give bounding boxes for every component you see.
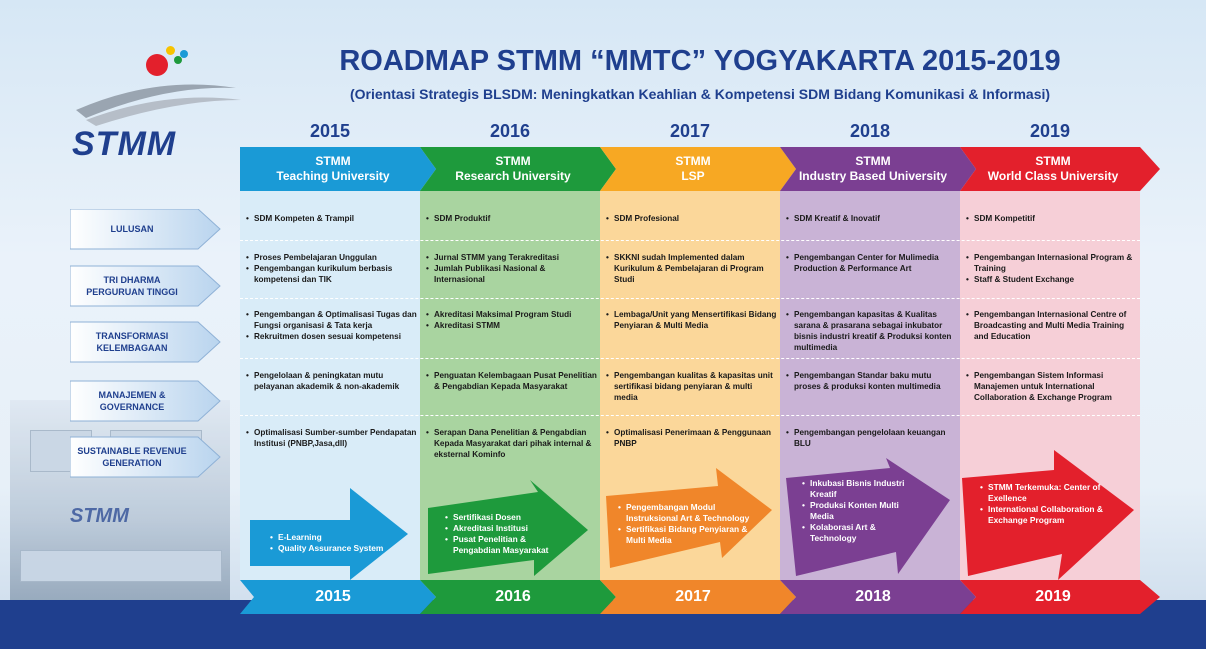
arrow-text-2017: Pengembangan Modul Instruksional Art & T…: [618, 502, 756, 546]
header-chevrons: [240, 147, 1160, 191]
row-divider: [240, 298, 1140, 299]
row-divider: [240, 358, 1140, 359]
arrow-text-2015: E-LearningQuality Assurance System: [270, 532, 400, 554]
blue-dot-icon: [180, 50, 188, 58]
footer-chevron-2015-icon: [240, 580, 436, 614]
cell-manajemen-2015: Pengelolaan & peningkatan mutu pelayanan…: [246, 370, 418, 392]
footer-chevron-2018-icon: [780, 580, 976, 614]
footer-2019: 2019: [1035, 588, 1071, 605]
cell-transformasi-2016: Akreditasi Maksimal Program StudiAkredit…: [426, 309, 598, 331]
cell-revenue-2016: Serapan Dana Penelitian & Pengabdian Kep…: [426, 427, 598, 460]
footer-chevrons: [240, 580, 1160, 614]
year-label-2018: 2018: [849, 121, 891, 141]
cell-tridharma-2019: Pengembangan Internasional Program & Tra…: [966, 252, 1138, 285]
chevron-2019-icon: [960, 147, 1160, 191]
cell-tridharma-2015: Proses Pembelajaran UnggulanPengembangan…: [246, 252, 418, 285]
cell-lulusan-2017: SDM Profesional: [606, 213, 778, 224]
cell-transformasi-2018: Pengembangan kapasitas & Kualitas sarana…: [786, 309, 958, 353]
swoosh-icon: [76, 84, 241, 126]
footer-chevron-2017-icon: [600, 580, 796, 614]
green-dot-icon: [174, 56, 182, 64]
cell-manajemen-2019: Pengembangan Sistem Informasi Manajemen …: [966, 370, 1138, 403]
chevron-2016-icon: [420, 147, 616, 191]
cell-tridharma-2016: Jurnal STMM yang TerakreditasiJumlah Pub…: [426, 252, 598, 285]
footer-2016: 2016: [495, 588, 531, 605]
arrow-text-2016: Sertifikasi DosenAkreditasi InstitusiPus…: [445, 512, 570, 556]
footer-chevron-2019-icon: [960, 580, 1160, 614]
cell-manajemen-2017: Pengembangan kualitas & kapasitas unit s…: [606, 370, 778, 403]
cell-revenue-2017: Optimalisasi Penerimaan & Penggunaan PNB…: [606, 427, 778, 449]
chevron-2015-icon: [240, 147, 436, 191]
row-label-lulusan: LULUSAN: [110, 224, 154, 234]
cell-lulusan-2016: SDM Produktif: [426, 213, 598, 224]
row-divider: [240, 240, 1140, 241]
chevron-2018-icon: [780, 147, 976, 191]
cell-transformasi-2015: Pengembangan & Optimalisasi Tugas dan Fu…: [246, 309, 418, 342]
cell-tridharma-2017: SKKNI sudah Implemented dalam Kurikulum …: [606, 252, 778, 285]
arrow-text-2019: STMM Terkemuka: Center of ExellenceInter…: [980, 482, 1110, 526]
page-subtitle: (Orientasi Strategis BLSDM: Meningkatkan…: [349, 86, 1051, 102]
cell-transformasi-2017: Lembaga/Unit yang Mensertifikasi Bidang …: [606, 309, 778, 331]
footer-2015: 2015: [315, 588, 351, 605]
yellow-dot-icon: [166, 46, 175, 55]
cell-revenue-2015: Optimalisasi Sumber-sumber Pendapatan In…: [246, 427, 418, 449]
cell-revenue-2018: Pengembangan pengelolaan keuangan BLU: [786, 427, 958, 449]
cell-manajemen-2016: Penguatan Kelembagaan Pusat Penelitian &…: [426, 370, 598, 392]
cell-lulusan-2018: SDM Kreatif & Inovatif: [786, 213, 958, 224]
row-label-manajemen: MANAJEMEN &GOVERNANCE: [98, 390, 166, 412]
cell-tridharma-2018: Pengembangan Center for Mulimedia Produc…: [786, 252, 958, 274]
chevron-2017-icon: [600, 147, 796, 191]
building-sign: STMM: [70, 505, 129, 527]
year-label-2017: 2017: [669, 121, 711, 141]
footer-2017: 2017: [675, 588, 711, 605]
logo-text: STMM: [72, 125, 177, 163]
red-dot-icon: [146, 54, 168, 76]
footer-2018: 2018: [855, 588, 891, 605]
year-label-2015: 2015: [309, 121, 351, 141]
year-label-2016: 2016: [489, 121, 531, 141]
page-title: ROADMAP STMM “MMTC” YOGYAKARTA 2015-2019: [339, 45, 1061, 77]
footer-chevron-2016-icon: [420, 580, 616, 614]
row-divider: [240, 415, 1140, 416]
stmm-logo: STMM: [66, 40, 246, 163]
cell-manajemen-2018: Pengembangan Standar baku mutu proses & …: [786, 370, 958, 392]
cell-lulusan-2015: SDM Kompeten & Trampil: [246, 213, 418, 224]
row-label-arrows: [70, 209, 221, 478]
cell-transformasi-2019: Pengembangan Internasional Centre of Bro…: [966, 309, 1138, 342]
year-label-2019: 2019: [1029, 121, 1071, 141]
arrow-text-2018: Inkubasi Bisnis Industri KreatifProduksi…: [802, 478, 922, 544]
cell-lulusan-2019: SDM Kompetitif: [966, 213, 1138, 224]
